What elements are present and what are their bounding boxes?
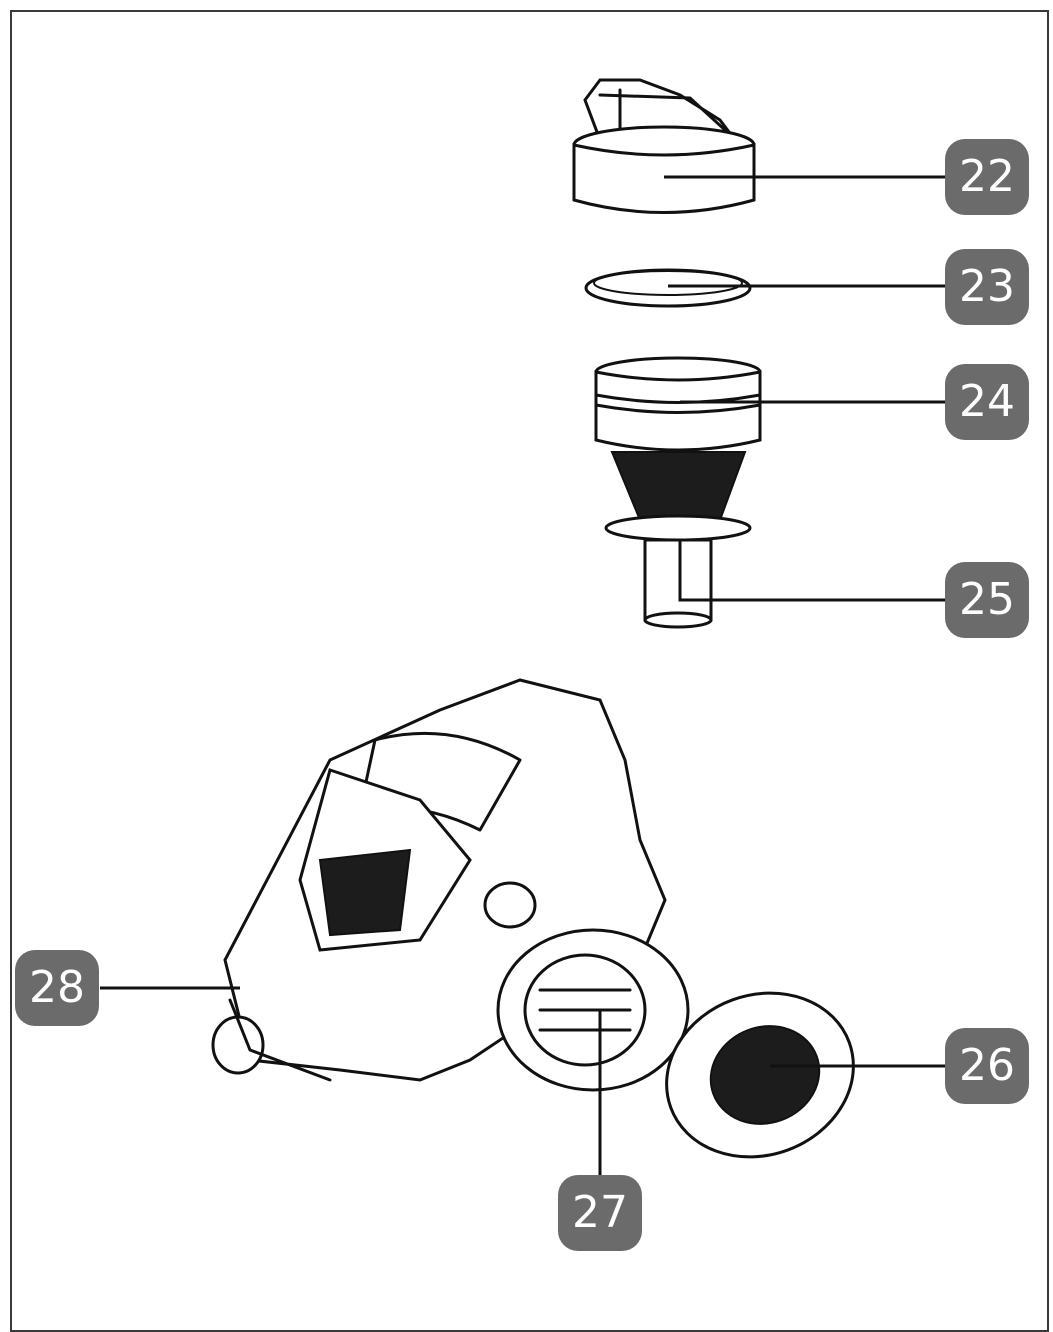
part-25-mesh — [604, 451, 752, 629]
part-main-body — [211, 678, 690, 1092]
callout-26: 26 — [945, 1028, 1029, 1104]
part-22-lid — [572, 78, 756, 214]
leader-25 — [678, 540, 945, 602]
callout-28: 28 — [15, 950, 99, 1026]
part-26-filter — [665, 991, 855, 1159]
part-24-housing — [594, 356, 762, 452]
part-23-seal — [584, 268, 752, 308]
callout-23: 23 — [945, 249, 1029, 325]
callout-25: 25 — [945, 562, 1029, 638]
callout-22: 22 — [945, 139, 1029, 215]
callout-27: 27 — [558, 1175, 642, 1251]
callout-24: 24 — [945, 364, 1029, 440]
